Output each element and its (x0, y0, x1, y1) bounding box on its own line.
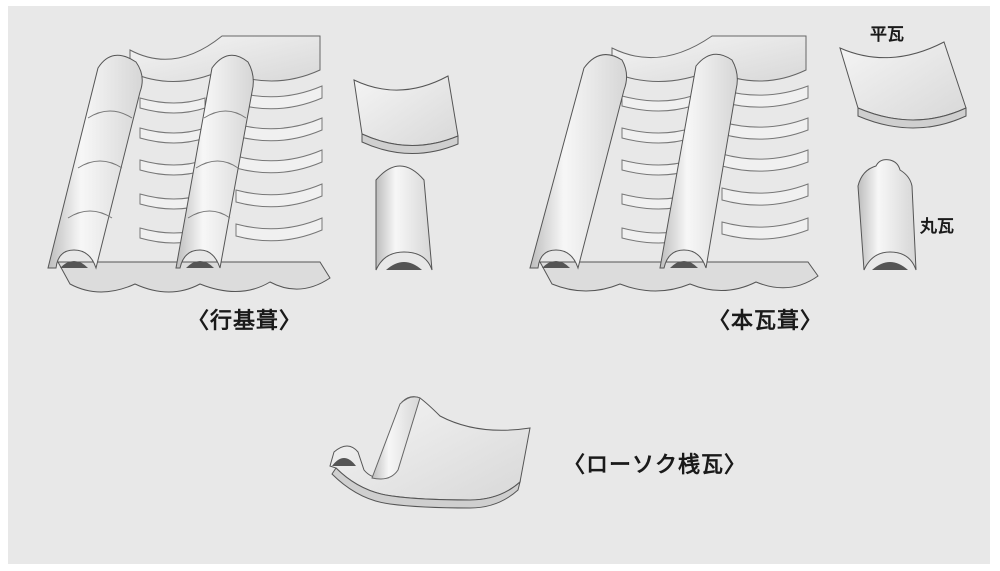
label-marugawara: 丸瓦 (920, 217, 954, 237)
caption-hongawara: 〈本瓦葺〉 (708, 309, 824, 334)
hiragawara-tile-left (353, 75, 459, 155)
marugawara-tile-right (857, 159, 917, 271)
hongawara-roof (529, 35, 819, 292)
caption-gyoki: 〈行基葺〉 (187, 309, 303, 334)
hiragawara-tile-right (839, 41, 967, 129)
gyoki-roof (47, 35, 331, 293)
rosoku-sangawara-tile (329, 396, 531, 509)
caption-rosoku: 〈ローソク桟瓦〉 (563, 453, 748, 478)
marugawara-tile-left (375, 165, 433, 271)
label-hiragawara: 平瓦 (870, 25, 904, 45)
